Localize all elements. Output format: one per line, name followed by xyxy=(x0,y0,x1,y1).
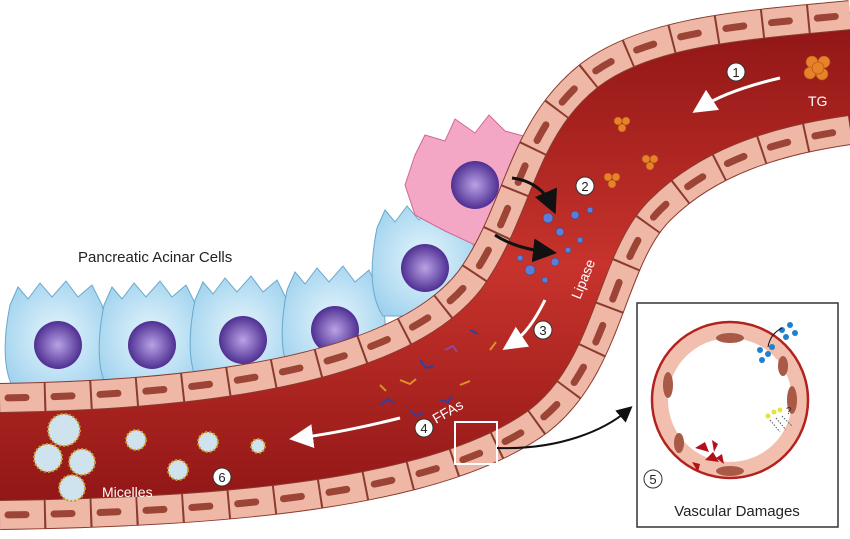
secretion-arrow xyxy=(494,233,557,263)
label-vascular-damages: Vascular Damages xyxy=(674,503,800,520)
flow-arrow-1 xyxy=(692,76,781,113)
flow-arrow-3 xyxy=(502,299,547,350)
step-4: 4 xyxy=(420,421,427,436)
free-fatty-acids xyxy=(379,329,497,418)
triglyceride-clusters xyxy=(603,55,831,189)
label-micelles: Micelles xyxy=(102,484,153,500)
vascular-damage-inset: ? 5 Vascular Damages xyxy=(636,302,839,528)
secretion-arrow xyxy=(511,176,557,215)
step-1: 1 xyxy=(732,65,739,80)
zoom-arrow xyxy=(496,406,633,450)
flow-arrow-6 xyxy=(289,416,401,449)
label-question: ? xyxy=(786,406,792,417)
step-3: 3 xyxy=(539,323,546,338)
label-tg: TG xyxy=(808,93,827,109)
acinar-cell xyxy=(98,280,204,394)
step-6: 6 xyxy=(218,470,225,485)
label-acinar-cells: Pancreatic Acinar Cells xyxy=(78,249,232,266)
step-2: 2 xyxy=(581,179,588,194)
step-5: 5 xyxy=(649,472,656,487)
micelles xyxy=(33,413,266,502)
acinar-cell xyxy=(4,280,110,394)
zoom-region-box xyxy=(454,421,498,465)
